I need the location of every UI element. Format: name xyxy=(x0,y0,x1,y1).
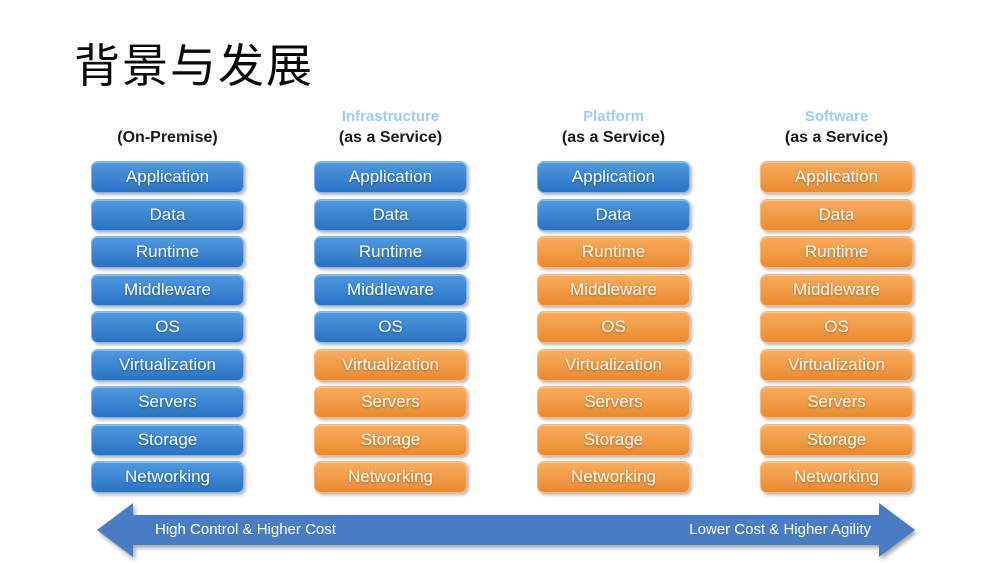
block-networking: Networking xyxy=(760,461,913,493)
service-model-columns: (On-Premise) Application Data Runtime Mi… xyxy=(91,104,913,493)
block-data: Data xyxy=(537,198,690,231)
column-header-accent xyxy=(91,106,244,127)
column-header: (On-Premise) xyxy=(91,104,244,161)
block-servers: Servers xyxy=(314,386,467,418)
block-virtualization: Virtualization xyxy=(760,348,913,381)
block-storage: Storage xyxy=(91,423,244,456)
column-paas: Platform (as a Service) Application Data… xyxy=(537,104,690,493)
column-header: Infrastructure (as a Service) xyxy=(314,104,467,161)
block-application: Application xyxy=(314,161,467,193)
block-os: OS xyxy=(537,311,690,343)
block-networking: Networking xyxy=(314,461,467,493)
block-virtualization: Virtualization xyxy=(314,348,467,381)
column-header: Platform (as a Service) xyxy=(537,104,690,161)
block-application: Application xyxy=(760,161,913,193)
block-storage: Storage xyxy=(537,423,690,456)
block-runtime: Runtime xyxy=(537,236,690,268)
double-arrow-polygon xyxy=(97,503,915,557)
column-header-sub: (as a Service) xyxy=(561,129,666,146)
column-saas: Software (as a Service) Application Data… xyxy=(760,104,913,493)
column-on-premise: (On-Premise) Application Data Runtime Mi… xyxy=(91,104,244,493)
block-virtualization: Virtualization xyxy=(537,348,690,381)
stack-on-premise: Application Data Runtime Middleware OS V… xyxy=(91,161,244,493)
column-header-accent: Software xyxy=(804,108,869,125)
block-application: Application xyxy=(91,161,244,193)
column-header-sub: (as a Service) xyxy=(338,129,443,146)
block-os: OS xyxy=(760,311,913,343)
block-runtime: Runtime xyxy=(91,236,244,268)
column-iaas: Infrastructure (as a Service) Applicatio… xyxy=(314,104,467,493)
column-header-sub: (On-Premise) xyxy=(117,129,218,146)
cost-control-arrow: High Control & Higher Cost Lower Cost & … xyxy=(97,503,915,557)
column-header-accent: Platform xyxy=(583,108,644,125)
block-middleware: Middleware xyxy=(91,273,244,306)
stack-paas: Application Data Runtime Middleware OS V… xyxy=(537,161,690,493)
block-servers: Servers xyxy=(760,386,913,418)
block-data: Data xyxy=(91,198,244,231)
block-middleware: Middleware xyxy=(537,273,690,306)
block-runtime: Runtime xyxy=(760,236,913,268)
block-networking: Networking xyxy=(537,461,690,493)
arrow-right-label: Lower Cost & Higher Agility xyxy=(689,521,871,538)
double-arrow-shape xyxy=(97,503,915,557)
column-header-accent: Infrastructure xyxy=(341,108,440,125)
block-middleware: Middleware xyxy=(314,273,467,306)
block-os: OS xyxy=(91,311,244,343)
column-header-sub: (as a Service) xyxy=(784,129,889,146)
block-storage: Storage xyxy=(760,423,913,456)
stack-saas: Application Data Runtime Middleware OS V… xyxy=(760,161,913,493)
block-data: Data xyxy=(760,198,913,231)
stack-iaas: Application Data Runtime Middleware OS V… xyxy=(314,161,467,493)
slide-title: 背景与发展 xyxy=(74,41,314,92)
block-storage: Storage xyxy=(314,423,467,456)
block-runtime: Runtime xyxy=(314,236,467,268)
block-servers: Servers xyxy=(537,386,690,418)
block-middleware: Middleware xyxy=(760,273,913,306)
block-servers: Servers xyxy=(91,386,244,418)
block-virtualization: Virtualization xyxy=(91,348,244,381)
column-header: Software (as a Service) xyxy=(760,104,913,161)
block-data: Data xyxy=(314,198,467,231)
block-networking: Networking xyxy=(91,461,244,493)
arrow-left-label: High Control & Higher Cost xyxy=(155,521,336,538)
block-application: Application xyxy=(537,161,690,193)
block-os: OS xyxy=(314,311,467,343)
